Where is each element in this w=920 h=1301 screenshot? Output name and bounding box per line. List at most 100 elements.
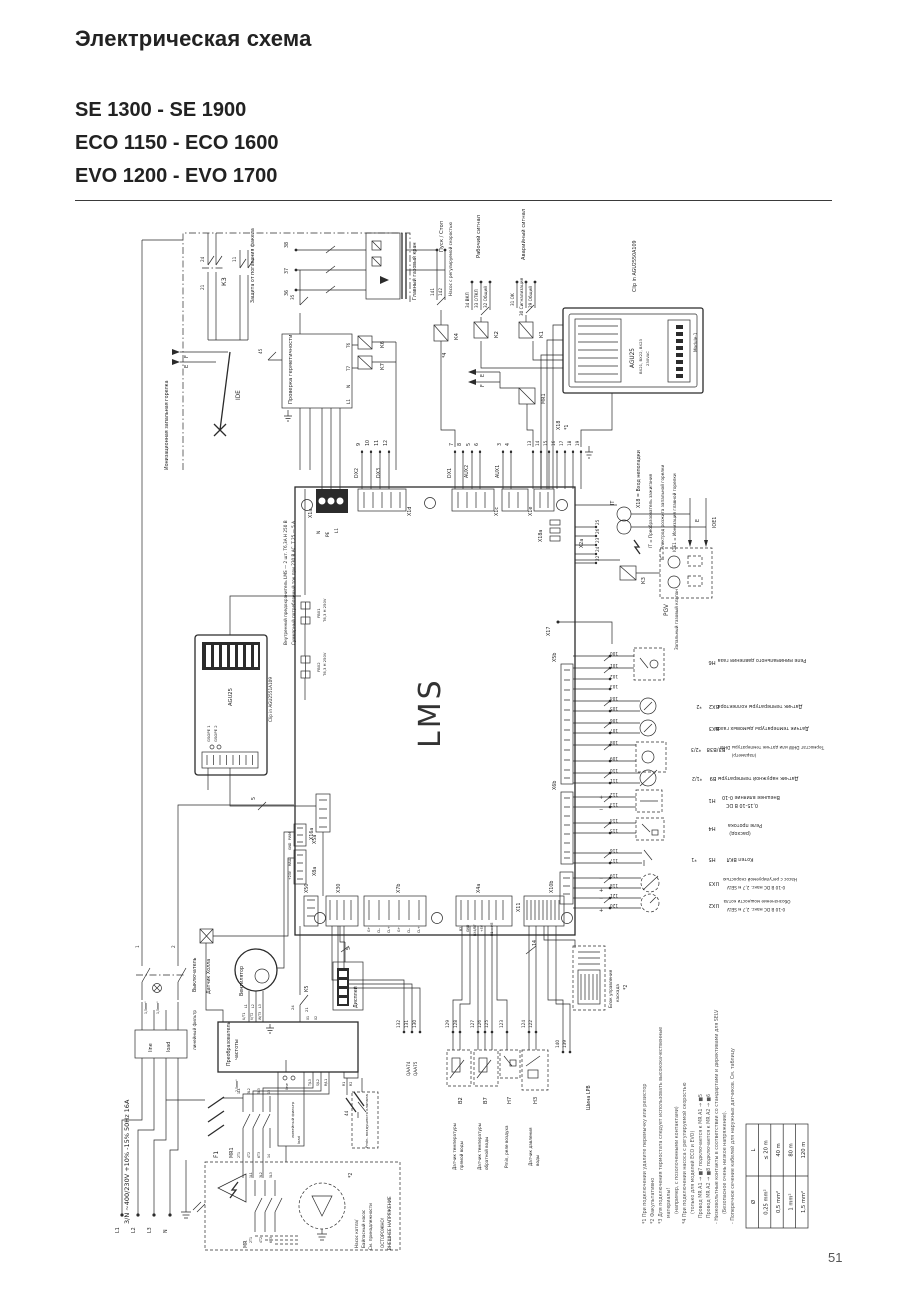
label-n: N [163, 1229, 169, 1233]
pin-gplus-1: G+ [367, 927, 371, 932]
model-range-evo: EVO 1200 - EVO 1700 [75, 165, 278, 187]
pin-clplus-2: CL+ [417, 926, 421, 933]
mr1-13: 13 [267, 1090, 271, 1094]
rt-121: 121 [610, 893, 618, 898]
footnote-12: - Поперечное сечение кабелей для наружны… [729, 1048, 736, 1224]
pin-fan-l2: L2 [251, 1004, 255, 1008]
right-margin-labels: 100 101 102 103 104 105 106 107 108 109 … [599, 651, 825, 914]
pin-x1a-pe: PE [325, 531, 330, 537]
model-list: SE 1300 - SE 1900 ECO 1150 - ECO 1600 EV… [75, 94, 835, 193]
term-128: 128 [453, 1020, 458, 1028]
h1-plus: + [599, 795, 603, 801]
label-qaa75: QAA75 [413, 1061, 418, 1076]
label-x8a: X8a [312, 867, 318, 876]
ux2-plus: + [599, 908, 603, 914]
ref-h5: H5 [708, 856, 715, 862]
pin-x1a-l: L1 [334, 528, 339, 533]
wiring-lines [121, 233, 707, 1245]
rt-101: 101 [610, 663, 618, 668]
pin-clminus-2: CL- [407, 928, 411, 933]
label-h3: H3 [533, 1097, 539, 1104]
pin-h1h5: H1 = H5 [490, 922, 494, 936]
rt-120: 120 [610, 903, 618, 908]
doc-header: Электрическая схема SE 1300 - SE 1900 EC… [75, 26, 835, 193]
label-x1a: X1a [308, 509, 314, 518]
h1-minus: − [599, 807, 603, 813]
pin-24v: +24V [288, 870, 292, 880]
pin-5v: +5V [480, 924, 484, 932]
mr1-4t2: 4T2 [247, 1152, 251, 1158]
table-header-l: L [751, 1148, 757, 1151]
pin-fan-l3: L3 [258, 1004, 262, 1008]
rt-116: 116 [610, 848, 618, 853]
filter1-line: line [148, 1043, 154, 1052]
rt-114: 114 [610, 818, 618, 823]
b7-name-2: обратной воды [484, 1137, 489, 1170]
rt-119: 119 [610, 873, 618, 878]
filter1-load: load [166, 1042, 172, 1052]
label-pmin-air-valve: Pmin. воздушного клапана [364, 1094, 369, 1148]
table-r2-l: 40 m [776, 1143, 782, 1156]
footnote-8: Провод MR A1 → ■7 подключается к MR A1 →… [698, 1094, 704, 1218]
label-x17: X17 [546, 627, 552, 636]
k5-24: 24 [290, 1005, 295, 1010]
gauge-15-b: 1,5mm² [156, 1001, 160, 1014]
term-dx1-7: 7 [449, 443, 455, 446]
mr1-6t3: 6T3 [257, 1152, 261, 1158]
label-mr: MR [243, 1240, 249, 1248]
label-k4: К4 [454, 332, 460, 340]
table-r4-phi: 1,5 mm² [801, 1191, 807, 1213]
pin-ut1: U/T1 [242, 1013, 246, 1020]
label-qaa74: QAA74 [406, 1061, 411, 1076]
footnote-9: Провод MR A2 → ■8 подключается к MR A2 →… [706, 1094, 712, 1218]
term-x18-16: 16 [551, 440, 556, 446]
label-pump-2: Байпасный насос [361, 1209, 366, 1248]
range-h1: 0,15-10 В DC [725, 802, 758, 808]
label-caution-1: ОСТОРОЖНО! [380, 1217, 385, 1248]
label-pump-3: См. принадлежности [368, 1203, 373, 1250]
rt-118: 118 [610, 883, 618, 888]
h5-star1: *1 [691, 856, 696, 862]
label-line-filter-1: линейный фильтр [192, 1010, 197, 1050]
rt-111: 111 [610, 778, 618, 783]
label-alarm-signal: Аварийный сигнал [520, 209, 527, 260]
pin-x1a-n: N [316, 531, 321, 534]
pin-t6: T6 [346, 342, 351, 349]
term-dx-12: 12 [383, 440, 389, 446]
term-30: 30 Сигнализация [519, 277, 524, 316]
gauge-25: 2,5mm² [235, 1079, 239, 1092]
rt-102: 102 [610, 674, 618, 679]
label-lms: LMS [413, 677, 448, 748]
label-l1: L1 [115, 1227, 121, 1233]
footnote-2: *2 Факультативно [650, 1178, 656, 1224]
page-number: 51 [828, 1250, 843, 1265]
term-x18-15: 15 [543, 440, 548, 446]
pin-gnd-1: GND [288, 842, 292, 850]
label-power: 3/N ~400/230V +10% -15% 50Hz 16A [123, 1099, 131, 1224]
schematic-labels: К3 Защита от погасания факела Главный га… [115, 209, 718, 1250]
pin-tl3: T/L3 [308, 1079, 312, 1087]
pin-clplus-1: CL+ [387, 926, 391, 933]
label-gsope1: GSOPE 1 [206, 725, 211, 742]
bundle-5-display: 5 [346, 947, 352, 950]
term-aux2-6: 6 [474, 443, 480, 446]
pin-gplus-2: G+ [397, 927, 401, 932]
name-h4: Реле протока [728, 822, 762, 828]
page-title: Электрическая схема [75, 26, 312, 51]
label-aux2: AUX2 [464, 465, 470, 478]
label-x18-star1: *1 [564, 425, 570, 430]
label-e-ref: E [695, 519, 701, 522]
legend-it: IT = Преобразователь зажигания [648, 473, 653, 548]
legend-ie: IE = Электрод розжига запальной горелки [660, 465, 665, 560]
rt-105: 105 [610, 706, 618, 711]
label-hall: Датчик Холла [206, 959, 212, 994]
label-main-gas-valve: Главный газовый кран [411, 242, 418, 300]
component-symbols [134, 232, 713, 1251]
model-range-eco: ECO 1150 - ECO 1600 [75, 132, 279, 154]
term-aux2-5: 5 [466, 443, 472, 446]
footnote-5: (например, с позолоченными контактами) [674, 1106, 680, 1214]
name-b3-param: (параметр) [731, 753, 756, 758]
term-31: 31 OK [510, 293, 515, 306]
mr1-14: 14 [267, 1154, 271, 1158]
